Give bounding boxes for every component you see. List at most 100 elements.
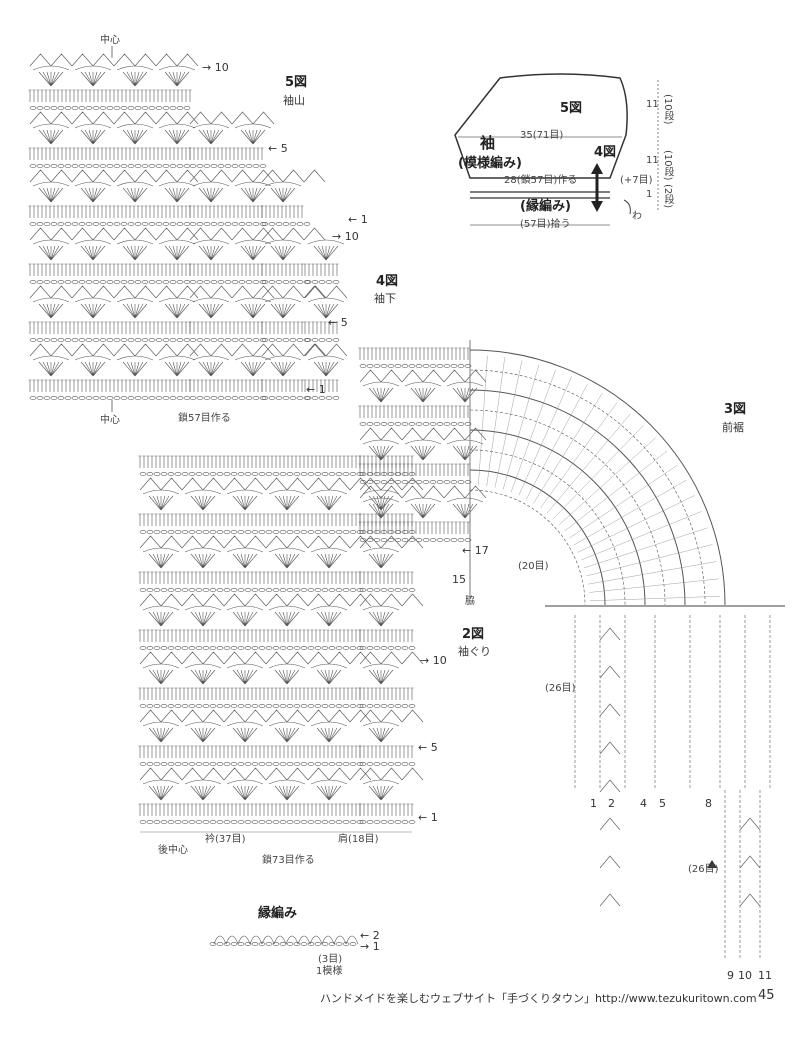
chain-stitch [366, 646, 374, 650]
chain-stitch [99, 280, 107, 284]
double-crochet-row [358, 463, 470, 476]
fan-arch [234, 181, 272, 187]
net-row [261, 227, 326, 241]
chain-stitch [238, 338, 246, 342]
triangle-marker-icon [707, 860, 717, 868]
chain-stitch [286, 942, 294, 946]
chain-stitch [92, 280, 100, 284]
chain-stitch [238, 280, 246, 284]
chain-stitch [268, 222, 276, 226]
edging-picot [213, 935, 227, 945]
fan-motif [142, 721, 180, 743]
chain-row [139, 820, 364, 824]
chain-stitch [29, 338, 37, 342]
fan-motif [116, 123, 154, 145]
arc-row [469, 369, 706, 606]
fan-arch [226, 663, 264, 669]
chain-stitch [279, 942, 287, 946]
chain-stitch [99, 164, 107, 168]
net-row [261, 169, 326, 183]
fan-arch [307, 239, 345, 245]
chain-stitch [401, 472, 409, 476]
chain-stitch [113, 338, 121, 342]
hem-fan [739, 817, 761, 831]
chain-stitch [162, 164, 170, 168]
chain-stitch [78, 338, 86, 342]
chain-stitch [356, 762, 364, 766]
fan-arch [226, 547, 264, 553]
chain-stitch [64, 396, 72, 400]
chain-stitch [296, 222, 304, 226]
fan-stitches [410, 445, 436, 461]
double-crochet-row [358, 745, 414, 758]
fan-arch [268, 605, 306, 611]
fan-arch [74, 65, 112, 71]
chain-row [29, 106, 191, 110]
arc-stitch [526, 384, 588, 500]
chain-stitch [188, 530, 196, 534]
fan-stitches [410, 503, 436, 519]
chain-stitch [335, 762, 343, 766]
fan-stitches [148, 495, 174, 511]
row-mark-10-top: → 10 [202, 61, 229, 74]
chain-stitch [167, 472, 175, 476]
fan-row [142, 605, 348, 627]
chain-stitch [408, 364, 416, 368]
chain-row [29, 164, 191, 168]
chain-stitch [167, 588, 175, 592]
chain-stitch [209, 646, 217, 650]
arc-stitch [589, 578, 719, 593]
chain-stitch [359, 704, 367, 708]
chain-stitch [216, 530, 224, 534]
row-mark-10-mid: → 10 [332, 230, 359, 243]
row-mark-1-body: ← 1 [418, 811, 438, 824]
chain-stitch [356, 820, 364, 824]
double-crochet-row [260, 205, 304, 218]
chain-stitch [286, 762, 294, 766]
fan-arch [74, 239, 112, 245]
ring-label: わ [632, 211, 642, 222]
net-row [29, 111, 199, 125]
chain-stitch [335, 588, 343, 592]
fan-arch [362, 381, 400, 387]
chain-stitch [457, 364, 465, 368]
chain-stitch [120, 338, 128, 342]
arrow-down-icon [591, 201, 603, 212]
double-crochet-stitches [28, 321, 192, 334]
chain-stitch [176, 280, 184, 284]
chain-stitch [217, 280, 225, 284]
fan-motif [184, 721, 222, 743]
double-crochet-row [138, 455, 362, 468]
net-row [139, 651, 372, 665]
fan-motif [74, 297, 112, 319]
chain-stitch [359, 588, 367, 592]
chain-stitch [244, 646, 252, 650]
chain-stitch [120, 396, 128, 400]
chain-stitch [224, 280, 232, 284]
fan-row [192, 355, 272, 377]
fan-stitches [368, 503, 394, 519]
fan-stitches [316, 669, 342, 685]
arrow-up-icon [591, 163, 603, 174]
fan-motif [310, 547, 348, 569]
fan-motif [310, 779, 348, 801]
chain-stitch [139, 762, 147, 766]
double-crochet-row [28, 89, 192, 102]
net-chains [29, 343, 199, 357]
chain-stitch [251, 646, 259, 650]
net-row [359, 369, 487, 383]
double-crochet-stitches [188, 147, 264, 160]
net-row [304, 343, 348, 357]
net-row [359, 477, 424, 491]
sleeve-cap-title: 5図 [285, 75, 308, 90]
chain-stitch [286, 530, 294, 534]
chain-stitch [195, 588, 203, 592]
net-row [304, 285, 348, 299]
chain-stitch [394, 538, 402, 542]
chain-row [189, 222, 267, 226]
chain-stitch [169, 338, 177, 342]
fan-row [362, 605, 400, 627]
fan-stitches [232, 495, 258, 511]
chain-stitch [464, 364, 472, 368]
hem-fan [739, 855, 761, 869]
